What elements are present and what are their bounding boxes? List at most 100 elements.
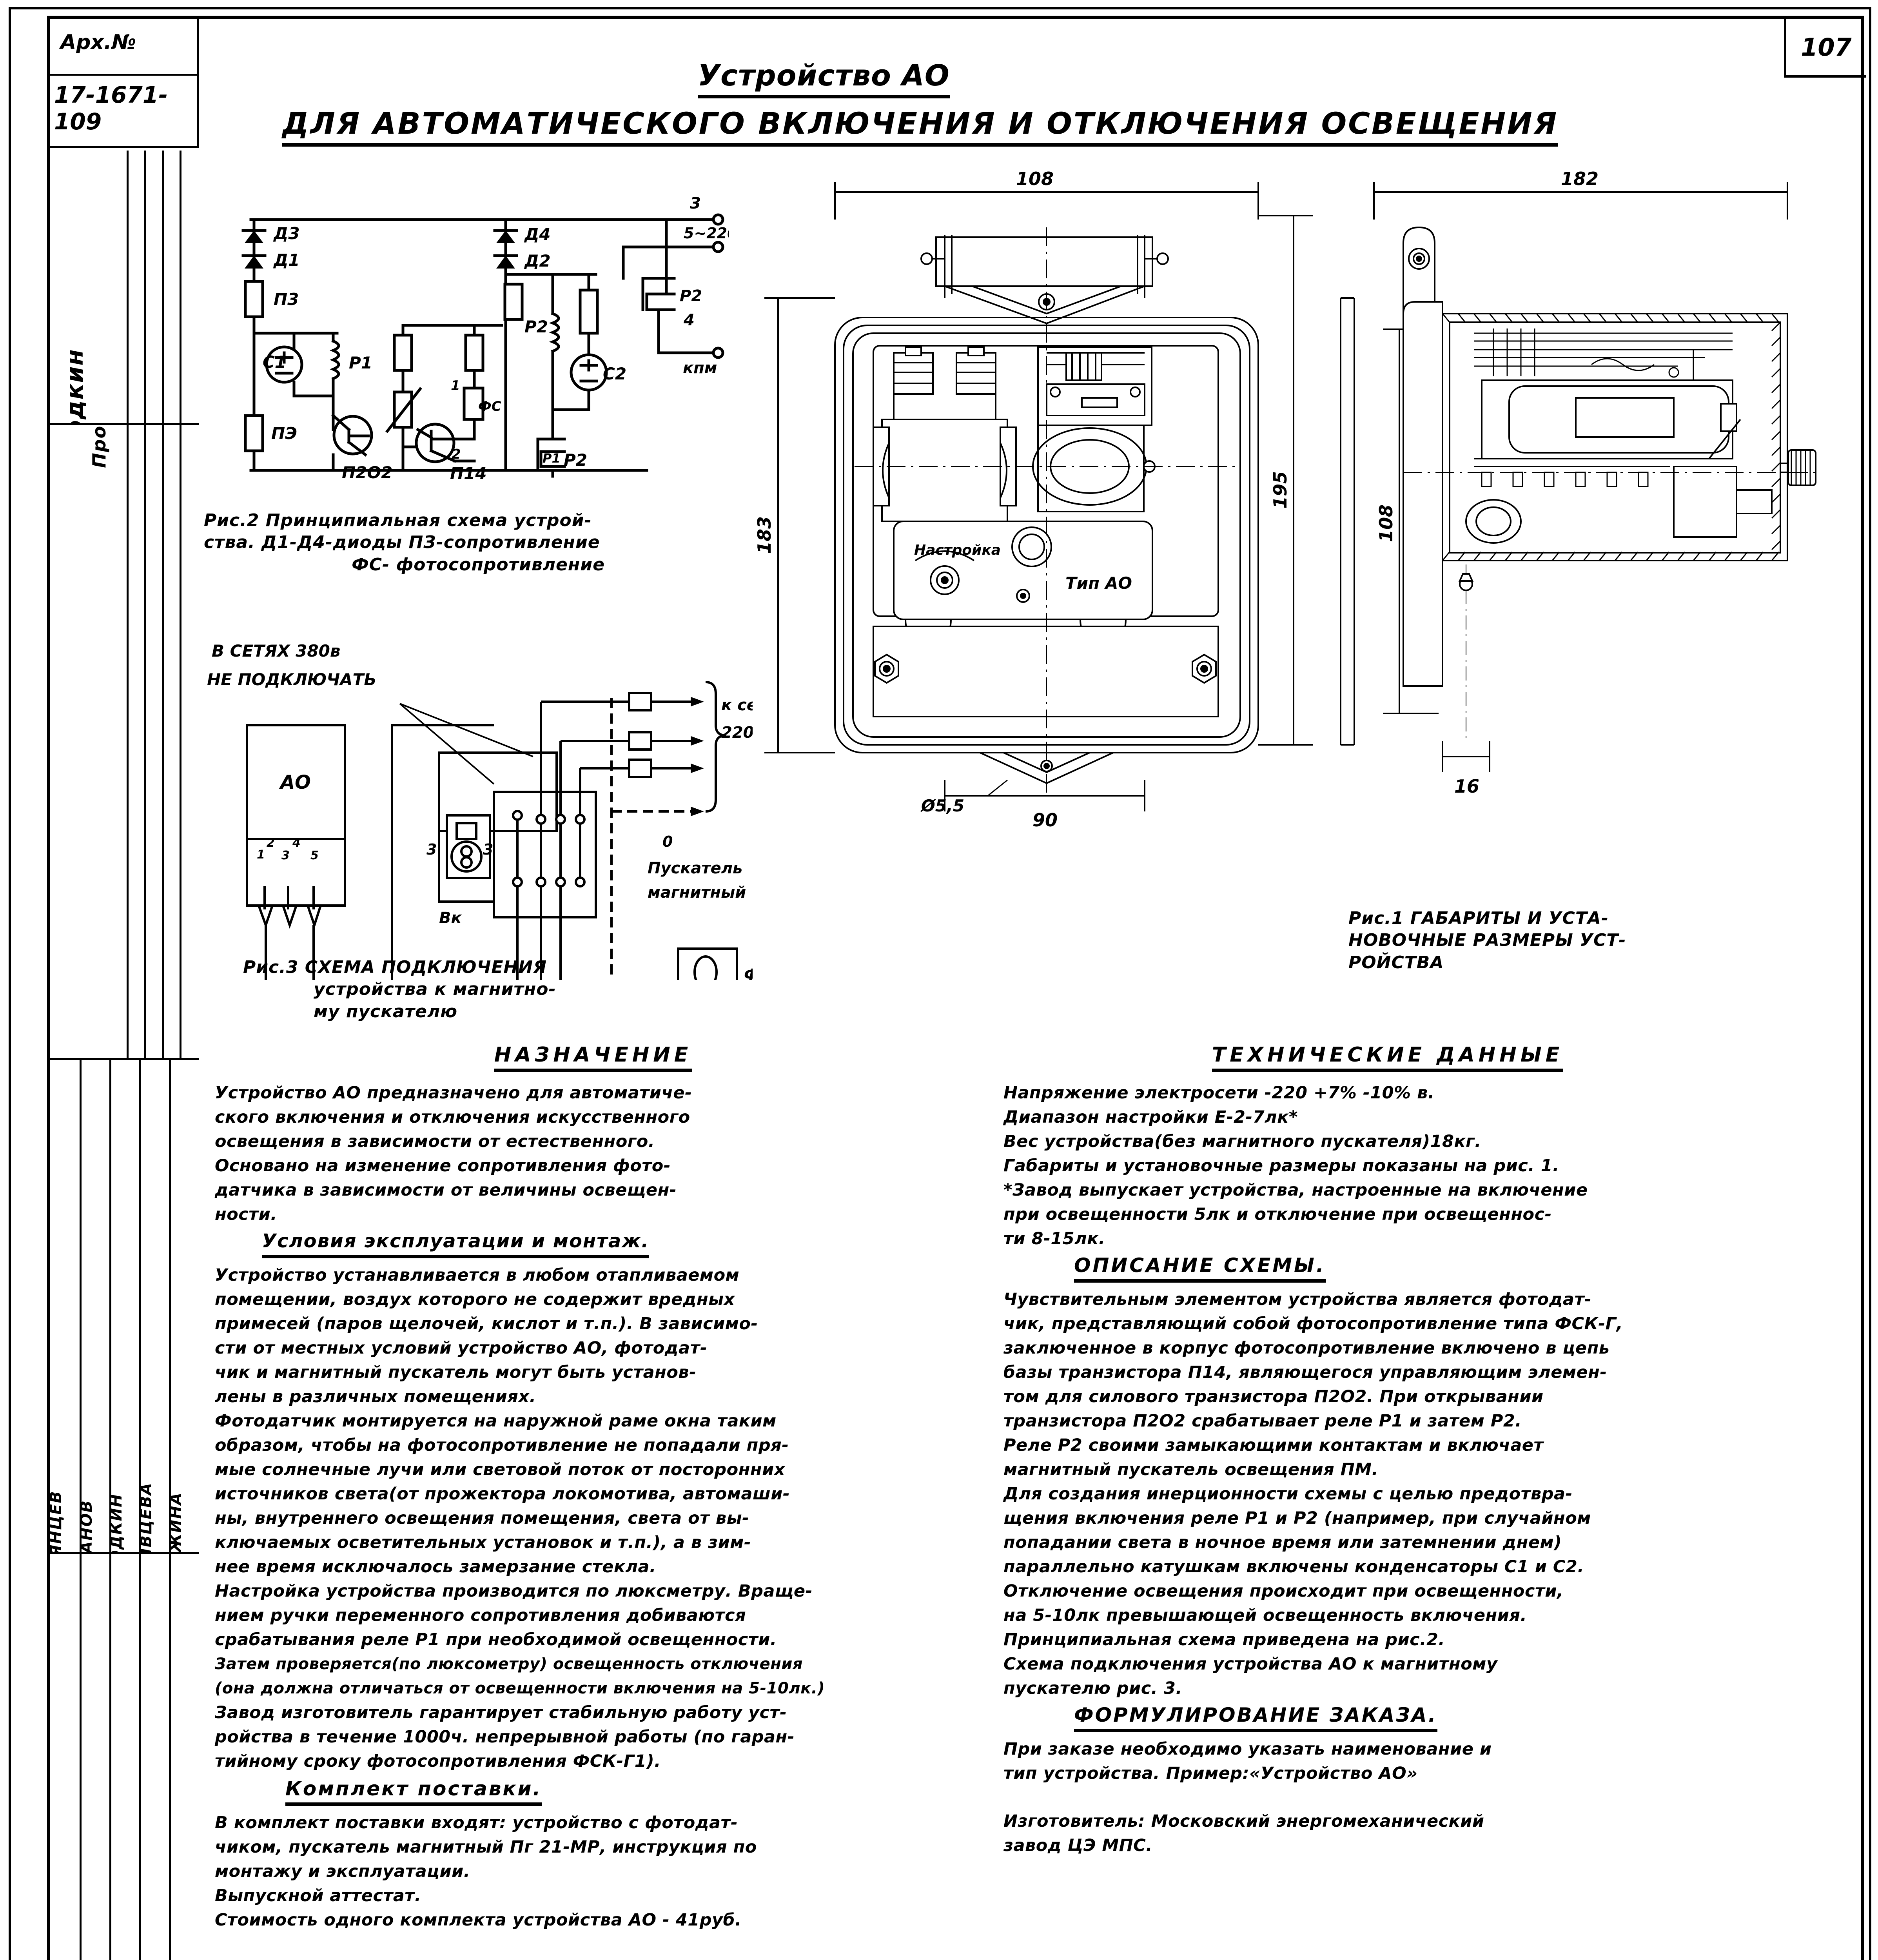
figure-2-caption: Рис.2 Принципиальная схема устрой- ства.… <box>204 510 753 576</box>
svg-text:220в: 220в <box>721 724 753 742</box>
side-cell-g <box>164 425 181 1060</box>
figure-1-caption-line-0: Рис.1 ГАБАРИТЫ И УСТА- <box>1348 908 1609 928</box>
svg-text:АО: АО <box>279 771 311 793</box>
section-scheme-heading: ОПИСАНИЕ СХЕМЫ. <box>1074 1253 1326 1283</box>
svg-text:кпм: кпм <box>683 359 717 377</box>
svg-text:2: 2 <box>267 836 275 850</box>
side-top-name-cell: Бородкин <box>50 151 129 425</box>
svg-text:П14: П14 <box>450 464 487 483</box>
svg-text:5: 5 <box>310 849 319 862</box>
side-name-label-3: КУДРЯВЦЕВА <box>141 1482 155 1552</box>
scheme-line-6: Реле Р2 своими замыкающими контактам и в… <box>1003 1436 1544 1455</box>
technical-line-1: Диапазон настройки Е-2-7лк* <box>1003 1107 1298 1127</box>
figure-1-caption-line-2: РОЙСТВА <box>1348 952 1444 973</box>
svg-text:Р2: Р2 <box>524 317 548 336</box>
side-role-2: ГЛ.ИНЖ.ПР. <box>111 1554 141 1960</box>
side-name-3: КУДРЯВЦЕВА <box>141 1060 171 1554</box>
section-order-body: При заказе необходимо указать наименован… <box>1003 1737 1772 1858</box>
scheme-line-7: магнитный пускатель освещения ПМ. <box>1003 1460 1379 1479</box>
operation-line-10: ны, внутреннего освещения помещения, све… <box>215 1508 749 1528</box>
side-top-name: Бородкин <box>61 348 89 425</box>
scheme-line-4: том для силового транзистора П2О2. При о… <box>1003 1387 1544 1406</box>
operation-line-11: ключаемых осветительных установок и т.п.… <box>215 1533 751 1552</box>
svg-text:П2О2: П2О2 <box>342 463 392 482</box>
operation-line-13: Настройка устройства производится по люк… <box>215 1581 813 1601</box>
svg-text:183: 183 <box>754 516 775 554</box>
side-name-label-4: РОГОЖИНА <box>171 1492 185 1553</box>
operation-line-12: нее время исключалось замерзание стекла. <box>215 1557 656 1577</box>
svg-text:108: 108 <box>1375 505 1397 542</box>
svg-text:магнитный: магнитный <box>648 884 746 902</box>
svg-text:Тип АО: Тип АО <box>1065 573 1132 593</box>
svg-text:НЕ ПОДКЛЮЧАТЬ: НЕ ПОДКЛЮЧАТЬ <box>207 670 376 689</box>
section-delivery-body: В комплект поставки входят: устройство с… <box>215 1811 971 1932</box>
svg-text:П3: П3 <box>274 290 299 309</box>
order-line-0: При заказе необходимо указать наименован… <box>1003 1739 1492 1759</box>
svg-text:1: 1 <box>451 378 460 394</box>
section-operation-heading: Условия эксплуатации и монтаж. <box>262 1229 650 1258</box>
svg-text:3: 3 <box>281 849 290 862</box>
delivery-line-2: монтажу и эксплуатации. <box>215 1862 470 1881</box>
svg-text:5~220в: 5~220в <box>684 225 729 242</box>
svg-text:Р2: Р2 <box>564 450 587 470</box>
operation-line-4: чик и магнитный пускатель могут быть уст… <box>215 1363 697 1382</box>
purpose-line-5: ности. <box>215 1205 278 1224</box>
purpose-line-4: датчика в зависимости от величины освеще… <box>215 1180 677 1200</box>
svg-text:3: 3 <box>483 841 493 858</box>
section-delivery-heading: Комплект поставки. <box>285 1777 542 1806</box>
side-name-4: РОГОЖИНА <box>171 1060 199 1554</box>
page-title: Устройство АО <box>698 59 950 98</box>
scheme-line-1: чик, представляющий собой фотосопротивле… <box>1003 1314 1623 1334</box>
purpose-line-3: Основано на изменение сопротивления фото… <box>215 1156 671 1176</box>
order-line-1: тип устройства. Пример:«Устройство АО» <box>1003 1764 1418 1783</box>
figure-1-caption: Рис.1 ГАБАРИТЫ И УСТА- НОВОЧНЫЕ РАЗМЕРЫ … <box>1348 907 1701 974</box>
archive-number: 17-1671-109 <box>54 82 168 135</box>
svg-text:ПЭ: ПЭ <box>271 424 297 443</box>
side-name-1: РОМАНОВ <box>82 1060 111 1554</box>
svg-text:195: 195 <box>1270 471 1291 509</box>
operation-line-1: помещении, воздух которого не содержит в… <box>215 1290 735 1309</box>
svg-text:ФС: ФС <box>478 399 501 414</box>
technical-line-2: Вес устройства(без магнитного пускателя)… <box>1003 1132 1481 1151</box>
figure-2-caption-line-0: Рис.2 Принципиальная схема устрой- <box>204 510 592 530</box>
scheme-line-3: базы транзистора П14, являющегося управл… <box>1003 1363 1607 1382</box>
svg-text:4: 4 <box>292 836 301 850</box>
side-name-2: БОРОДКИН <box>111 1060 141 1554</box>
svg-text:Р1: Р1 <box>543 451 561 466</box>
svg-text:16: 16 <box>1454 776 1479 797</box>
page-title-text: Устройство АО <box>698 59 950 98</box>
side-name-label-2: БОРОДКИН <box>111 1493 125 1552</box>
side-name-0: БАГРЯНЦЕВ <box>50 1060 82 1554</box>
side-role-3: РУК.ГР. <box>141 1554 171 1960</box>
scheme-line-15: Схема подключения устройства АО к магнит… <box>1003 1654 1498 1674</box>
scheme-line-12: Отключение освещения происходит при осве… <box>1003 1581 1564 1601</box>
svg-text:Д3: Д3 <box>273 224 300 243</box>
page-subtitle: ДЛЯ АВТОМАТИЧЕСКОГО ВКЛЮЧЕНИЯ И ОТКЛЮЧЕН… <box>282 106 1559 147</box>
svg-text:Д2: Д2 <box>524 251 551 270</box>
scheme-line-5: транзистора П2О2 срабатывает реле Р1 и з… <box>1003 1411 1522 1431</box>
figure-2-caption-line-2: ФС- фотосопротивление <box>352 554 605 575</box>
operation-line-20: тийному сроку фотосопротивления ФСК-Г1). <box>215 1751 661 1771</box>
svg-text:Пускатель: Пускатель <box>648 859 742 877</box>
archive-box: Арх.№ 17-1671-109 <box>50 19 199 148</box>
manufacturer-line-1: завод ЦЭ МПС. <box>1003 1836 1153 1855</box>
svg-text:1: 1 <box>257 848 265 862</box>
svg-text:108: 108 <box>1016 169 1054 189</box>
svg-text:С2: С2 <box>603 364 626 383</box>
svg-text:С1: С1 <box>263 352 286 372</box>
purpose-line-2: освещения в зависимости от естественного… <box>215 1132 655 1151</box>
scheme-line-8: Для создания инерционности схемы с целью… <box>1003 1484 1573 1504</box>
technical-line-3: Габариты и установочные размеры показаны… <box>1003 1156 1559 1176</box>
archive-label: Арх.№ <box>60 31 136 54</box>
page-number-box: 107 <box>1784 19 1866 78</box>
technical-line-6: ти 8-15лк. <box>1003 1229 1105 1249</box>
figure-3-caption: Рис.3 СХЕМА ПОДКЛЮЧЕНИЯ устройства к маг… <box>243 956 713 1023</box>
svg-text:Р2: Р2 <box>680 287 702 305</box>
scheme-line-14: Принципиальная схема приведена на рис.2. <box>1003 1630 1445 1650</box>
section-purpose-body: Устройство АО предназначено для автомати… <box>215 1081 971 1227</box>
section-scheme-body: Чувствительным элементом устройства явля… <box>1003 1287 1772 1700</box>
right-text-column: ТЕХНИЧЕСКИЕ ДАННЫЕ Напряжение электросет… <box>1003 1043 1772 1858</box>
svg-text:Ø5,5: Ø5,5 <box>920 796 964 815</box>
purpose-line-0: Устройство АО предназначено для автомати… <box>215 1083 692 1103</box>
